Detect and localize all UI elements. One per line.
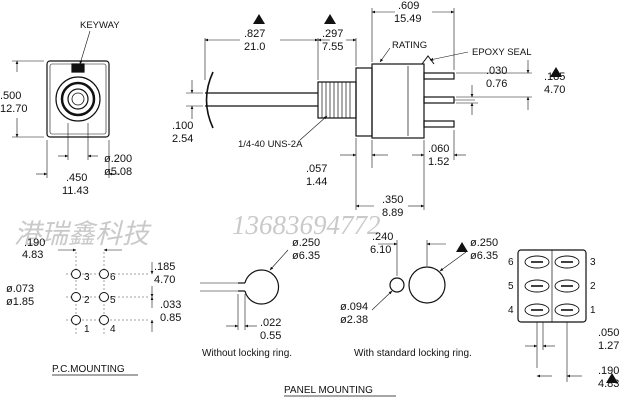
dim-pc-hole-dia-mm: ø1.85 [6, 296, 34, 308]
terminal-pin-4: 4 [508, 305, 514, 316]
dim-lever-dia-mm: 2.54 [172, 133, 193, 145]
dim-pc-row-pitch-in: .190 [24, 237, 45, 249]
dim-panel-key-dist-mm: 6.10 [370, 244, 391, 256]
dim-bushing-dia-in: ø.200 [104, 153, 132, 165]
dim-terminal-spacing-in: .030 [486, 65, 507, 77]
label-epoxy-seal: EPOXY SEAL [472, 47, 532, 58]
terminal-pin-2: 2 [590, 281, 596, 292]
pc-pin-6: 6 [110, 272, 116, 283]
front-body [46, 60, 110, 138]
panel-mounting-view [200, 240, 467, 330]
side-view [186, 8, 532, 210]
terminal-pin-6: 6 [508, 257, 514, 268]
dim-terminal-length-in: .185 [544, 71, 565, 83]
dim-bottom-col-pitch-in: .190 [598, 365, 619, 377]
label-keyway: KEYWAY [80, 20, 120, 31]
pc-pin-4: 4 [110, 324, 116, 335]
dim-body-length-in: .609 [398, 0, 419, 12]
dim-pc-row-pitch-mm: 4.83 [22, 249, 43, 261]
dim-terminal-spacing-mm: 0.76 [486, 78, 507, 90]
dim-pc-hole-dia-in: ø.073 [6, 283, 34, 295]
revision-triangle [550, 67, 562, 77]
dim-seal-length-in: .350 [382, 194, 403, 206]
pc-hole [99, 292, 109, 302]
dim-panel-key-width-mm: 0.55 [260, 330, 281, 342]
dim-panel-pin-dia-in: ø.094 [340, 301, 368, 313]
revision-triangle [324, 14, 336, 24]
dim-bottom-col-pitch-mm: 4.83 [598, 378, 619, 390]
dim-pc-col-pitch-mm: 4.70 [154, 274, 175, 286]
caption-pc-mounting: P.C.MOUNTING [52, 364, 125, 375]
pc-pin-3: 3 [84, 272, 90, 283]
terminal-bottom-view [517, 249, 587, 382]
pc-pin-5: 5 [110, 295, 116, 306]
side-terminals [423, 72, 475, 128]
dim-pc-col-pitch-in: .185 [154, 261, 175, 273]
dim-lever-dia-in: .100 [172, 120, 193, 132]
caption-without-ring: Without locking ring. [202, 348, 292, 359]
keyway-notch [71, 63, 85, 73]
pc-pin-1: 1 [84, 324, 90, 335]
dim-bottom-pitch-mm: 1.27 [598, 340, 619, 352]
switch-body-front [355, 67, 373, 137]
label-thread: 1/4-40 UNS-2A [238, 139, 303, 150]
pc-hole [71, 315, 81, 325]
dim-front-width-mm: 11.43 [62, 185, 89, 197]
dim-bushing-length-mm: 7.55 [322, 41, 343, 53]
pc-pin-2: 2 [84, 295, 90, 306]
switch-body [371, 63, 425, 139]
dim-panel-dia-b-in: ø.250 [470, 237, 498, 249]
front-bushing [55, 76, 101, 122]
caption-with-ring: With standard locking ring. [354, 348, 472, 359]
terminal-pin-3: 3 [590, 257, 596, 268]
dim-terminal-width-mm: 1.52 [428, 156, 449, 168]
dim-panel-pin-dia-mm: ø2.38 [340, 314, 368, 326]
dim-body-offset-in: .057 [306, 163, 327, 175]
pc-hole [99, 269, 109, 279]
revision-triangle [456, 242, 468, 252]
dim-seal-length-mm: 8.89 [382, 207, 403, 219]
panel-hole-keyed [244, 269, 280, 305]
dim-lever-length-mm: 21.0 [244, 41, 265, 53]
dim-front-height-in: .500 [0, 90, 21, 102]
pc-mounting-view [58, 248, 154, 334]
dim-pc-offset-mm: 0.85 [160, 312, 181, 324]
terminal-pin-1: 1 [590, 305, 596, 316]
label-rating: RATING [392, 40, 427, 51]
revision-triangle [606, 373, 618, 383]
front-view [12, 30, 120, 178]
terminal-tabs [531, 261, 573, 311]
dim-panel-key-width-in: .022 [260, 317, 281, 329]
dim-lever-length-in: .827 [244, 28, 265, 40]
lever-tip [205, 71, 214, 129]
dim-panel-dia-a-in: ø.250 [292, 237, 320, 249]
dim-bushing-dia-mm: ø5.08 [104, 166, 132, 178]
dim-panel-dia-b-mm: ø6.35 [470, 250, 498, 262]
pc-hole [71, 269, 81, 279]
revision-triangle [253, 14, 265, 24]
dim-terminal-length-mm: 4.70 [544, 84, 565, 96]
panel-hole-round [408, 266, 446, 304]
dim-front-width-in: .450 [66, 172, 87, 184]
caption-panel-mounting: PANEL MOUNTING [284, 385, 373, 396]
watermark-company: 港瑞鑫科技 [14, 219, 152, 249]
dim-panel-dia-a-mm: ø6.35 [292, 250, 320, 262]
dim-terminal-width-in: .060 [428, 143, 449, 155]
dim-pc-offset-in: .033 [160, 299, 181, 311]
dim-bushing-length-in: .297 [322, 28, 343, 40]
terminal-pin-5: 5 [508, 281, 514, 292]
watermark-phone: 13683694772 [232, 210, 381, 240]
dim-body-length-mm: 15.49 [394, 13, 422, 25]
dim-bottom-pitch-in: .050 [598, 327, 619, 339]
panel-pin-hole [389, 277, 405, 293]
dim-body-offset-mm: 1.44 [306, 176, 327, 188]
dim-panel-key-dist-in: .240 [372, 231, 393, 243]
dim-front-height-mm: 12.70 [0, 103, 28, 115]
pc-hole [99, 315, 109, 325]
pc-hole [71, 292, 81, 302]
